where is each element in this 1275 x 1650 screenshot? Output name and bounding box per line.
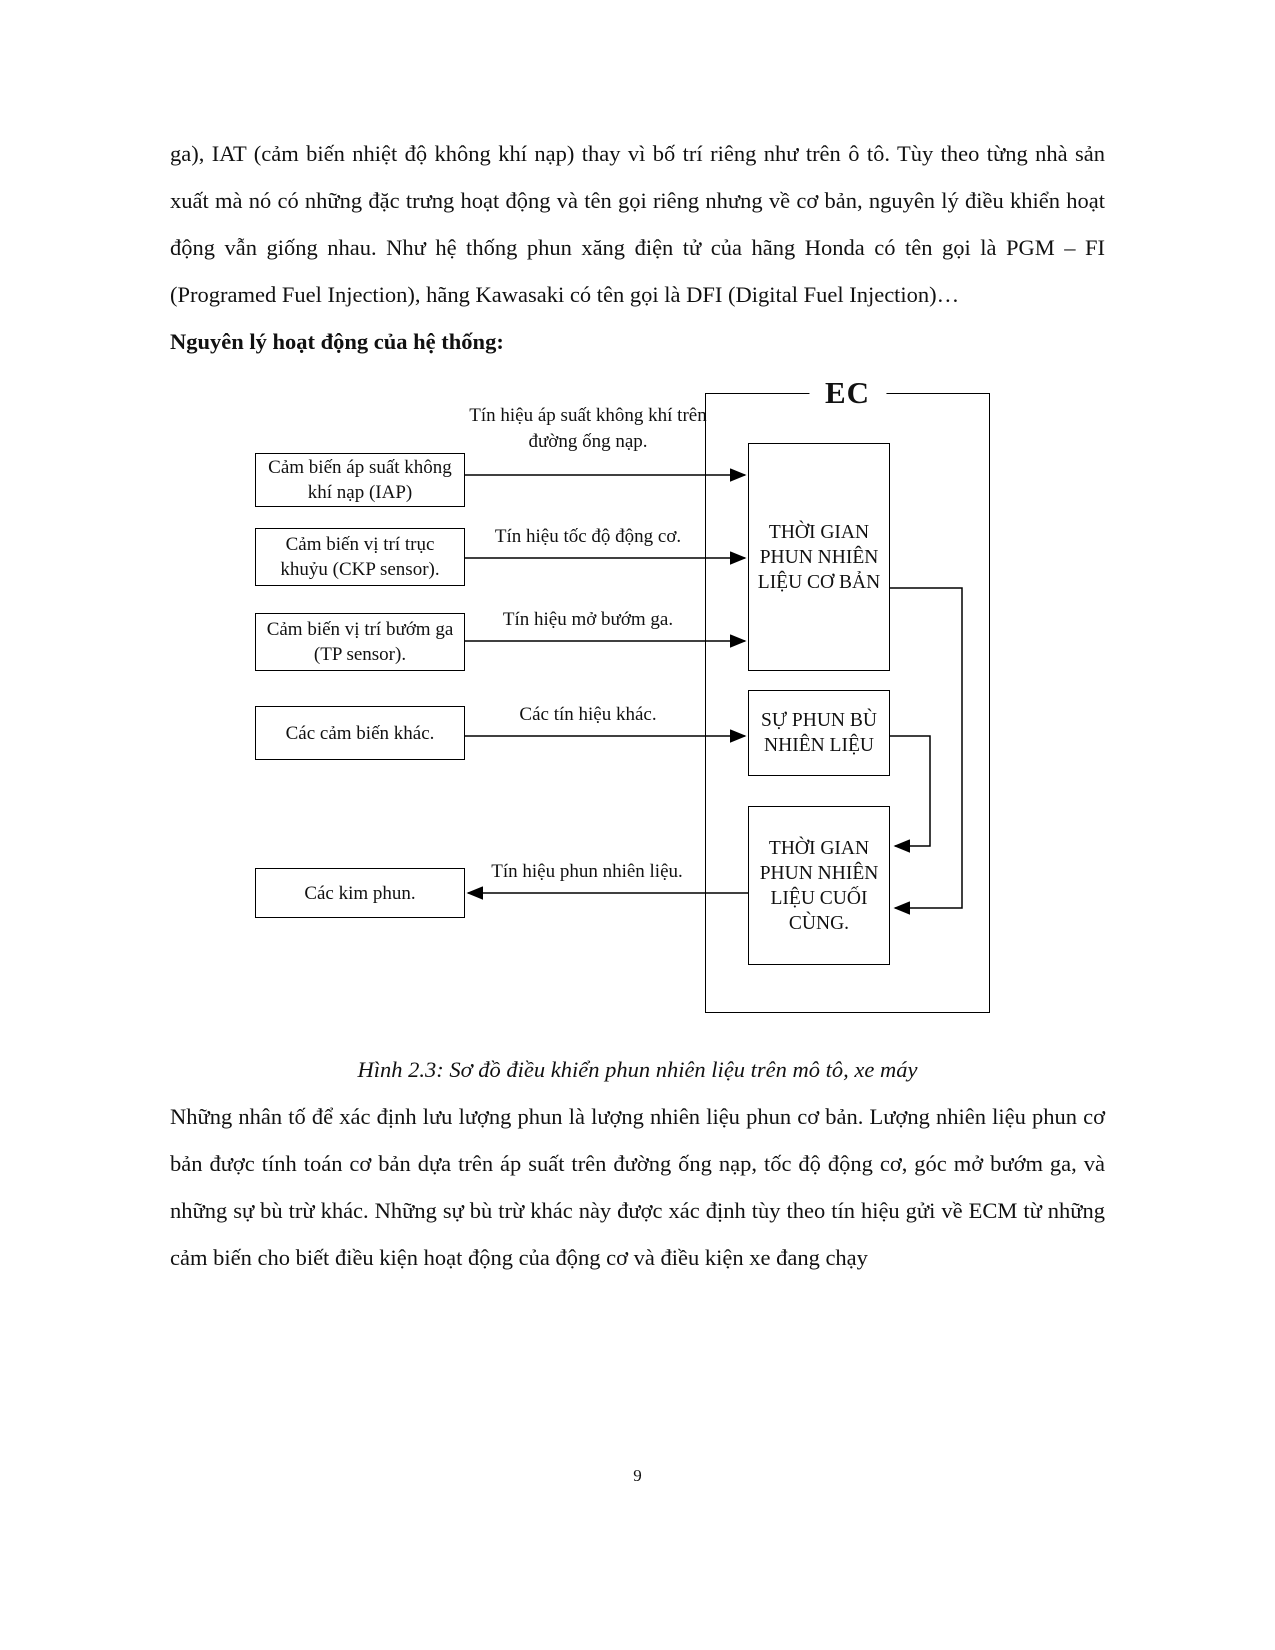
signal-label-injection-signal: Tín hiệu phun nhiên liệu.: [491, 861, 683, 882]
signal-label-engine-speed: Tín hiệu tốc độ động cơ.: [494, 526, 682, 547]
ecu-box-final-injection-time: THỜI GIAN PHUN NHIÊN LIỆU CUỐI CÙNG.: [748, 806, 890, 965]
body-paragraph-top: ga), IAT (cảm biến nhiệt độ không khí nạ…: [170, 141, 1105, 307]
fuel-injection-control-diagram: EC Cảm biến áp suất không khí nạp (IAP) …: [0, 373, 1275, 1040]
ecu-outer-box: EC: [705, 373, 990, 1013]
signal-label-throttle-open: Tín hiệu mở bướm ga.: [502, 609, 674, 630]
ecu-box-fuel-compensation: SỰ PHUN BÙ NHIÊN LIỆU: [748, 690, 890, 776]
signal-label-intake-pressure: Tín hiệu áp suất không khí trên đường ốn…: [469, 405, 707, 452]
page-number: 9: [633, 1466, 642, 1485]
sensor-box-others: Các cảm biến khác.: [255, 706, 465, 760]
body-paragraph-bottom: Những nhân tố để xác định lưu lượng phun…: [170, 1104, 1105, 1270]
section-heading: Nguyên lý hoạt động của hệ thống:: [170, 329, 504, 354]
sensor-box-ckp: Cảm biến vị trí trục khuỷu (CKP sensor).: [255, 528, 465, 586]
injector-box: Các kim phun.: [255, 868, 465, 918]
ecu-title: EC: [808, 373, 887, 413]
figure-caption: Hình 2.3: Sơ đồ điều khiển phun nhiên li…: [357, 1057, 918, 1082]
document-page: ga), IAT (cảm biến nhiệt độ không khí nạ…: [0, 141, 1275, 1270]
sensor-box-iap: Cảm biến áp suất không khí nạp (IAP): [255, 453, 465, 507]
sensor-box-tp: Cảm biến vị trí bướm ga (TP sensor).: [255, 613, 465, 671]
ecu-box-basic-injection-time: THỜI GIAN PHUN NHIÊN LIỆU CƠ BẢN: [748, 443, 890, 671]
signal-label-other-signals: Các tín hiệu khác.: [519, 704, 657, 725]
